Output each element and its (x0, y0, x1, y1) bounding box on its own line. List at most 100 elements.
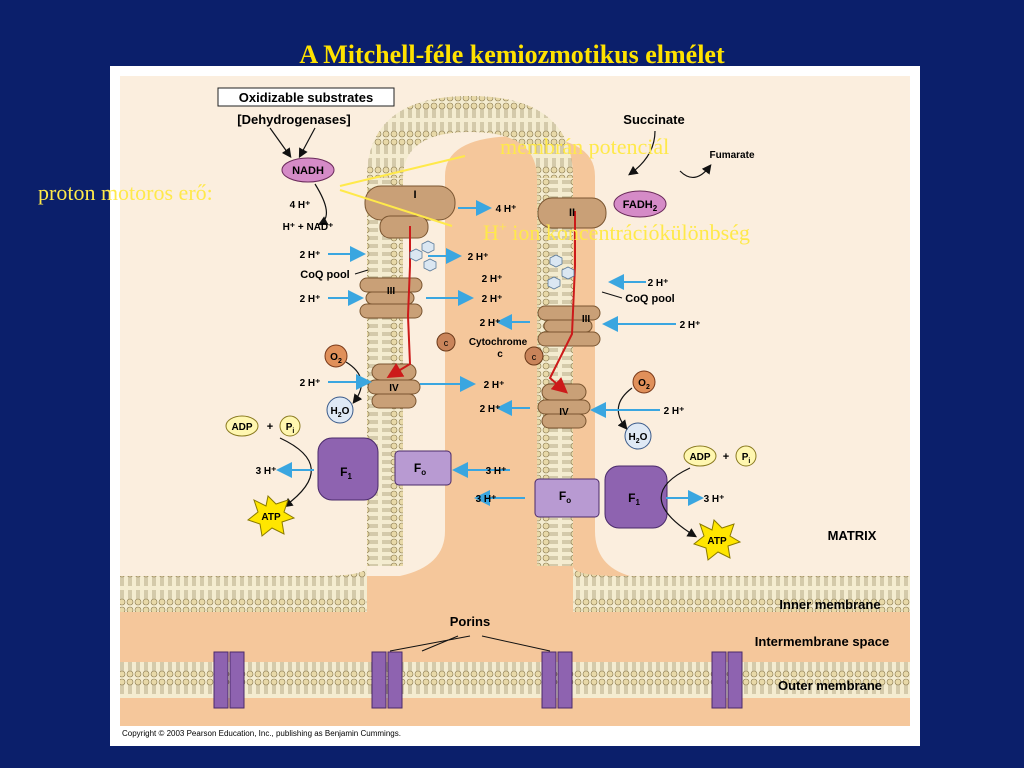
fo-right-label: F (559, 489, 566, 503)
cytochrome-c-left (436, 332, 456, 352)
atp-right-label: ATP (707, 536, 727, 547)
proton-label-7: 2 H⁺ (482, 294, 503, 305)
adp-right-oval (683, 445, 717, 467)
plus-right: + (723, 451, 729, 463)
porin-group (213, 651, 743, 709)
pi-left-circle (279, 415, 301, 437)
adp-right-label: ADP (689, 452, 710, 463)
adp-left-label: ADP (231, 422, 252, 433)
outer-membrane (120, 662, 910, 698)
annotation-line-2 (339, 189, 453, 227)
oxidizable-substrates-label: Oxidizable substrates (239, 90, 373, 105)
h2o-right-end: O (640, 432, 648, 443)
o2-left-circle (324, 344, 348, 368)
h2o-left-sub: 2 (338, 412, 342, 419)
coq-pool-right (547, 254, 575, 290)
h-ion-rest: ion koncentrációkülönbség (506, 220, 750, 245)
svg-text:O2: O2 (638, 378, 650, 391)
f1-left-sub: 1 (347, 472, 352, 481)
o2-right-circle (632, 370, 656, 394)
membrane-potential-label: membrán potenciál (500, 134, 670, 159)
adp-left-oval (225, 415, 259, 437)
h2o-left-label: H (331, 406, 338, 417)
proton-label-2: 4 H⁺ (496, 204, 517, 215)
pi-right-circle (735, 445, 757, 467)
complex-iii-left (359, 277, 423, 319)
complex-iv-left-label: IV (389, 383, 399, 394)
svg-text:F1: F1 (628, 491, 640, 507)
proton-motive-force-label: proton motoros erő: (38, 180, 213, 205)
cytochrome-c-right (524, 346, 544, 366)
f1-right-label: F (628, 491, 635, 505)
intermembrane-space-label: Intermembrane space (755, 634, 889, 649)
proton-label-16: 3 H⁺ (486, 466, 507, 477)
outer-membrane-label: Outer membrane (778, 678, 882, 693)
proton-label-5: 2 H⁺ (300, 294, 321, 305)
coq-pool-left (409, 240, 437, 272)
svg-text:O2: O2 (330, 352, 342, 365)
svg-text:Pi: Pi (286, 422, 295, 435)
proton-label-6: 2 H⁺ (482, 274, 503, 285)
cytochrome-c-right-label: c (532, 352, 537, 362)
proton-label-10: 2 H⁺ (680, 320, 701, 331)
complex-ii-label: II (569, 207, 575, 219)
electron-path-right (548, 211, 576, 394)
succinate-label: Succinate (623, 112, 684, 127)
pi-left-sub: i (292, 428, 294, 435)
o2-right-sub: 2 (646, 384, 650, 391)
cytochrome-c-label: c (497, 349, 503, 360)
svg-text:H2O: H2O (629, 432, 648, 445)
o2-right-label: O (638, 378, 646, 389)
complex-ii (537, 197, 607, 229)
atp-synthase-right (534, 465, 668, 529)
complex-iii-left-label: III (387, 286, 396, 297)
etc-diagram: c c Oxidizable substrates [Dehydrogenase… (110, 66, 920, 746)
slide-title: A Mitchell-féle kemiozmotikus elmélet (299, 40, 725, 69)
atp-left-label: ATP (261, 512, 281, 523)
proton-label-14: 2 H⁺ (664, 406, 685, 417)
plus-left: + (267, 421, 273, 433)
cristae-top (367, 96, 573, 178)
proton-label-8: 2 H⁺ (480, 318, 501, 329)
h2o-right-label: H (629, 432, 636, 443)
pi-left-label: P (286, 422, 293, 433)
h2o-right-sub: 2 (636, 438, 640, 445)
proton-label-1: 4 H⁺ (290, 200, 311, 211)
nadh-label: NADH (292, 165, 324, 177)
complex-i-label: I (413, 189, 416, 201)
proton-label-18: 3 H⁺ (704, 494, 725, 505)
atp-right-star (692, 518, 742, 561)
h-nad-label: H⁺ + NAD⁺ (283, 222, 334, 233)
nadh-oval (281, 157, 335, 183)
inner-membrane-label: Inner membrane (779, 597, 880, 612)
svg-text:F1: F1 (340, 465, 352, 481)
fo-right-sub: o (566, 496, 571, 505)
svg-text:FADH2: FADH2 (623, 199, 658, 213)
fo-left-sub: o (421, 468, 426, 477)
annotation-line-1 (339, 155, 466, 187)
svg-text:Fo: Fo (559, 489, 571, 505)
complex-iv-right-label: IV (559, 407, 569, 418)
coq-pool-right-label: CoQ pool (625, 293, 675, 305)
fo-left-label: F (414, 461, 421, 475)
porins-label: Porins (450, 614, 490, 629)
proton-label-3: 2 H⁺ (300, 250, 321, 261)
proton-label-15: 3 H⁺ (256, 466, 277, 477)
h-ion-sup: + (498, 220, 507, 236)
complex-iii-right (537, 305, 601, 347)
cytochrome-c-left-label: c (444, 338, 449, 348)
h-ion-prefix: H (483, 220, 499, 245)
o2-left-sub: 2 (338, 358, 342, 365)
h2o-left-circle (326, 396, 354, 424)
h2o-right-circle (624, 422, 652, 450)
h-ion-gradient-label: H+ ion koncentrációkülönbség (483, 220, 750, 246)
copyright-text: Copyright © 2003 Pearson Education, Inc.… (122, 729, 401, 738)
fadh2-sub: 2 (653, 204, 658, 213)
coq-pool-left-label: CoQ pool (300, 269, 350, 281)
f1-left-label: F (340, 465, 347, 479)
proton-label-12: 2 H⁺ (484, 380, 505, 391)
fumarate-label: Fumarate (709, 150, 754, 161)
proton-label-13: 2 H⁺ (480, 404, 501, 415)
o2-left-label: O (330, 352, 338, 363)
atp-left-star (246, 494, 296, 537)
